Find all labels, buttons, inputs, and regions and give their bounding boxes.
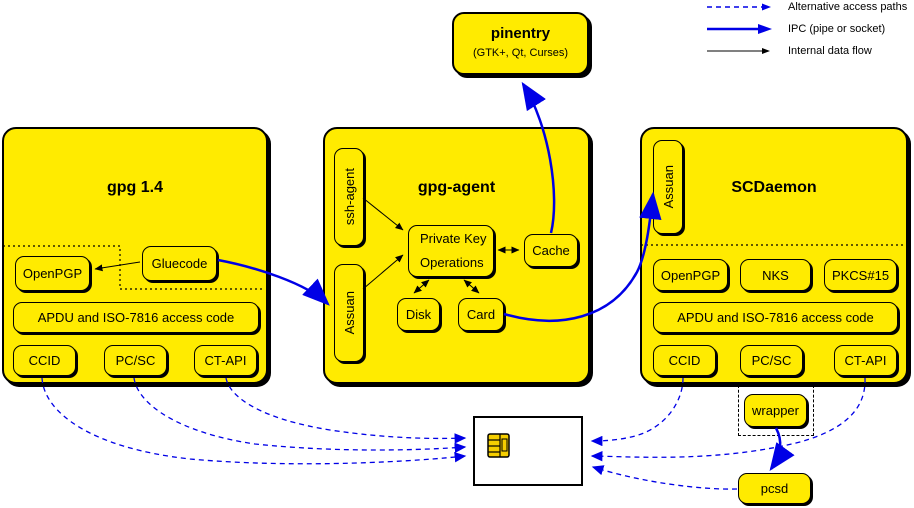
gpg-agent-title: gpg-agent	[417, 179, 496, 196]
gpg-agent-ssh-agent-node: ssh-agent	[334, 148, 364, 246]
scdaemon-nks-label: NKS	[762, 267, 789, 283]
scdaemon-assuan-node: Assuan	[653, 140, 683, 234]
gpg14-title: gpg 1.4	[106, 179, 163, 196]
card-label: Card	[466, 307, 496, 322]
smartcard-chip-icon	[487, 433, 510, 458]
legend-item-internal: Internal data flow	[706, 45, 872, 57]
thick-blue-arrow-icon	[707, 24, 772, 34]
pinentry-title: pinentry	[490, 25, 551, 42]
gpg14-pcsc-label: PC/SC	[115, 353, 156, 368]
thin-black-arrow-icon	[707, 48, 770, 54]
scdaemon-title: SCDaemon	[731, 179, 817, 196]
legend-item-ipc: IPC (pipe or socket)	[706, 23, 885, 35]
gpg14-apdu-label: APDU and ISO-7816 access code	[37, 310, 235, 325]
gpg14-pcsc-node: PC/SC	[104, 345, 167, 376]
pinentry-subtitle: (GTK+, Qt, Curses)	[472, 47, 569, 59]
smartcard	[473, 416, 583, 486]
disk-node: Disk	[397, 298, 440, 331]
scdaemon-nks-node: NKS	[740, 259, 811, 291]
scdaemon-apdu-node: APDU and ISO-7816 access code	[653, 302, 898, 333]
pko-line1: Private Key	[420, 231, 487, 246]
legend-label: IPC (pipe or socket)	[788, 23, 886, 35]
wrapper-node: wrapper	[744, 394, 807, 427]
gpg14-ccid-node: CCID	[13, 345, 76, 376]
alt-gpg14-pcsc-to-card	[133, 377, 467, 453]
gpg14-ctapi-label: CT-API	[204, 353, 247, 368]
dashed-blue-arrow-icon	[707, 3, 771, 11]
gpg14-ctapi-node: CT-API	[194, 345, 257, 376]
scdaemon-ctapi-node: CT-API	[834, 345, 897, 376]
pcsd-node: pcsd	[738, 473, 811, 504]
alt-scdaemon-ccid-to-card	[590, 377, 684, 447]
scdaemon-assuan-label: Assuan	[660, 165, 676, 209]
ssh-agent-label: ssh-agent	[341, 168, 357, 226]
gpg14-openpgp-label: OpenPGP	[22, 266, 83, 281]
scdaemon-openpgp-label: OpenPGP	[660, 267, 721, 283]
gpg-agent-assuan-node: Assuan	[334, 264, 364, 362]
scdaemon-panel: SCDaemon Assuan OpenPGP NKS PKCS#15 APDU…	[640, 127, 908, 384]
gpg-agent-assuan-label: Assuan	[341, 291, 357, 335]
scdaemon-pcsc-node: PC/SC	[740, 345, 803, 376]
cache-label: Cache	[532, 243, 570, 258]
scdaemon-pkcs15-label: PKCS#15	[831, 267, 890, 283]
private-key-operations-node: Private Key Operations	[408, 225, 494, 277]
pcsd-label: pcsd	[760, 481, 789, 496]
cache-node: Cache	[524, 234, 578, 267]
legend-label: Alternative access paths	[788, 1, 908, 13]
disk-label: Disk	[405, 307, 432, 322]
pko-line2: Operations	[420, 255, 484, 270]
legend-item-alternative: Alternative access paths	[706, 1, 907, 13]
gpg14-ccid-label: CCID	[28, 353, 61, 368]
pinentry-node: pinentry (GTK+, Qt, Curses)	[452, 12, 589, 75]
gpg14-apdu-node: APDU and ISO-7816 access code	[13, 302, 259, 333]
scdaemon-pcsc-label: PC/SC	[751, 353, 792, 368]
gpg-agent-panel: gpg-agent ssh-agent Assuan Private Key O…	[323, 127, 590, 384]
alt-pcsd-to-card	[591, 465, 738, 490]
scdaemon-pkcs15-node: PKCS#15	[824, 259, 897, 291]
scdaemon-openpgp-node: OpenPGP	[653, 259, 728, 291]
gpg14-panel: gpg 1.4 OpenPGP Gluecode APDU and ISO-78…	[2, 127, 268, 384]
scdaemon-apdu-label: APDU and ISO-7816 access code	[677, 310, 874, 325]
scdaemon-ccid-node: CCID	[653, 345, 716, 376]
alt-gpg14-ctapi-to-card	[225, 377, 467, 444]
alt-scdaemon-ctapi-to-card	[590, 377, 866, 462]
gpg14-openpgp-node: OpenPGP	[15, 256, 90, 291]
card-node: Card	[458, 298, 504, 331]
alt-gpg14-ccid-to-card	[41, 377, 467, 465]
wrapper-label: wrapper	[752, 403, 799, 418]
gpg14-gluecode-node: Gluecode	[142, 246, 217, 281]
scdaemon-ccid-label: CCID	[668, 353, 701, 368]
gpg14-gluecode-label: Gluecode	[151, 256, 208, 271]
legend-label: Internal data flow	[788, 45, 872, 57]
scdaemon-ctapi-label: CT-API	[844, 353, 887, 368]
